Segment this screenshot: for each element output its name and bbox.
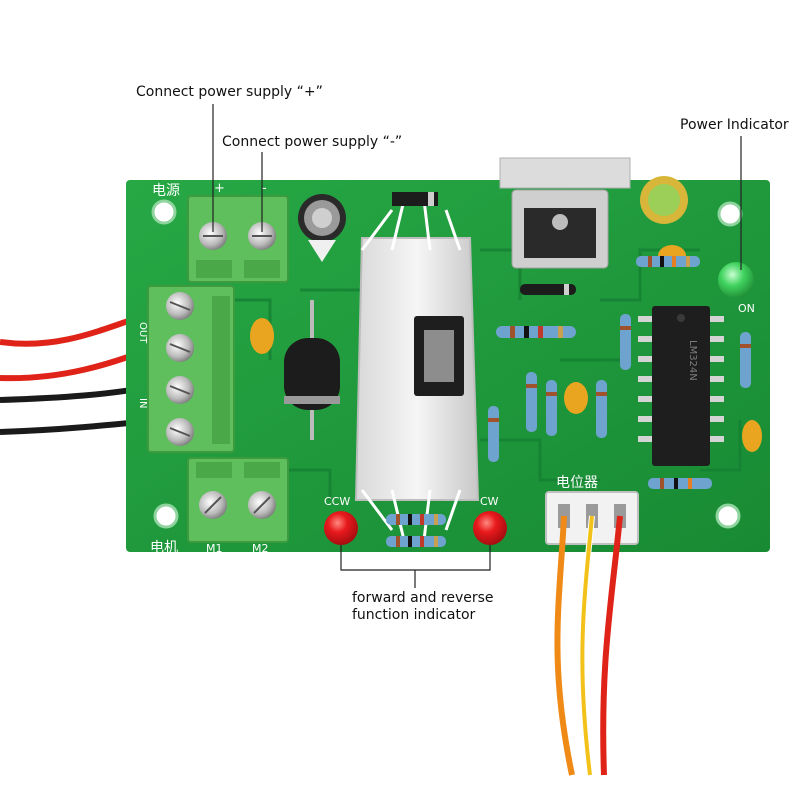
silk-power-source: 电源 [152,183,180,199]
electrolytic-capacitor [298,194,346,262]
resistors [386,256,751,547]
silk-m1: M1 [206,542,223,555]
motor-terminal-block [187,457,289,543]
callout-direction-indicator: forward and reverse function indicator [352,590,494,624]
callout-direction-line2: function indicator [352,607,476,623]
silk-ccw: CCW [324,495,350,508]
silk-potentiometer: 电位器 [556,475,598,491]
callout-power-indicator: Power Indicator [680,117,789,133]
callout-power-plus: Connect power supply “+” [136,84,323,100]
power-terminal-block [187,195,289,283]
silk-in: IN [137,398,148,408]
silk-motor: 电机 [150,540,178,556]
silk-minus: - [262,181,267,196]
input-terminal-block [147,285,235,453]
voltage-regulator [499,157,631,269]
power-led [718,262,754,298]
callout-power-minus: Connect power supply “-” [222,134,403,150]
callout-direction-line1: forward and reverse [352,590,494,606]
silk-cw: CW [480,495,499,508]
silk-out: OUT [137,322,148,344]
silk-m2: M2 [252,542,269,555]
ic-label: LM324N [687,340,698,381]
ic-chip: LM324N [638,306,724,466]
cw-led [473,511,507,545]
silk-plus: + [214,181,225,196]
power-diode [284,300,340,440]
ccw-led [324,511,358,545]
heatsink-mosfet [354,199,480,541]
potentiometer-wires [554,515,623,776]
small-capacitor [640,176,688,224]
signal-diode-top [392,192,438,206]
silk-on: ON [738,302,755,315]
callout-lines [212,104,742,588]
mounting-holes [151,199,743,529]
